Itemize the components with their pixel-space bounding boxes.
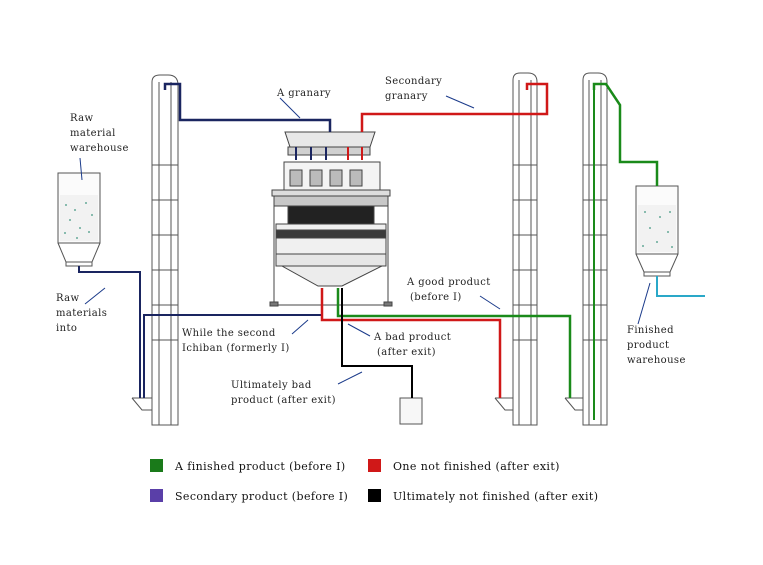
- label-good-product: A good product (before I): [406, 277, 494, 303]
- flow-secondary-feeds: [347, 147, 363, 160]
- flow-to-finished-silo: [592, 82, 659, 186]
- flow-secondary-granary: [360, 82, 549, 132]
- label-raw-warehouse: Raw material warehouse: [70, 113, 129, 154]
- raw-material-silo: [57, 172, 101, 267]
- elevator-2: [494, 72, 538, 426]
- legend-swatch: [150, 459, 163, 472]
- leader-lines: [79, 95, 651, 385]
- label-ultimately-bad: Ultimately bad product (after exit): [231, 380, 336, 406]
- finished-product-silo: [635, 185, 679, 277]
- legend-item: Secondary product (before I): [150, 489, 348, 503]
- legend: A finished product (before I) One not fi…: [150, 459, 598, 503]
- flow-ultimately-bad: [341, 288, 413, 398]
- flow-good-product: [336, 288, 572, 398]
- legend-label: Ultimately not finished (after exit): [393, 490, 598, 503]
- legend-swatch: [368, 489, 381, 502]
- legend-item: One not finished (after exit): [368, 459, 560, 473]
- flow-bad-product: [320, 288, 502, 398]
- reject-bin: [399, 397, 423, 425]
- label-granary: A granary: [276, 88, 331, 99]
- legend-swatch: [368, 459, 381, 472]
- legend-swatch: [150, 489, 163, 502]
- label-raw-into: Raw materials into: [56, 293, 111, 334]
- legend-item: A finished product (before I): [150, 459, 346, 473]
- legend-label: Secondary product (before I): [175, 490, 348, 503]
- flow-raw-to-granary: [163, 82, 332, 132]
- label-second-ichiban: While the second Ichiban (formerly I): [182, 328, 290, 354]
- flow-raw-into-elevator: [78, 266, 141, 398]
- diagram-labels: Raw material warehouse Raw materials int…: [56, 76, 686, 406]
- flow-lines: [78, 82, 705, 420]
- label-finished-warehouse: Finished product warehouse: [627, 325, 686, 366]
- elevator-3: [564, 72, 608, 426]
- legend-label: A finished product (before I): [174, 460, 346, 473]
- label-bad-product: A bad product (after exit): [373, 332, 455, 358]
- label-secondary-granary: Secondary granary: [385, 76, 446, 102]
- color-sorter-machine: [269, 131, 393, 307]
- flow-granary-feeds: [295, 147, 327, 160]
- legend-label: One not finished (after exit): [393, 460, 560, 473]
- legend-item: Ultimately not finished (after exit): [368, 489, 598, 503]
- elevator-1: [131, 74, 179, 426]
- flow-finished-outlet: [656, 276, 705, 297]
